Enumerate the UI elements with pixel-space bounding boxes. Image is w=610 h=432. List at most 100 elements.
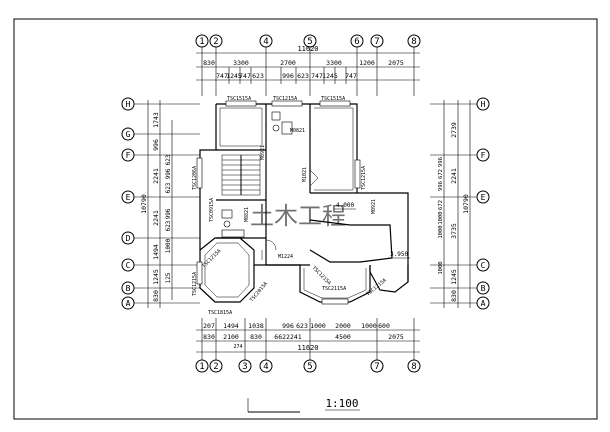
top-dimensions	[196, 47, 420, 96]
dim-text: 1000	[438, 211, 444, 224]
dim-text: 2100	[223, 333, 239, 341]
bottom-axis-label: 5	[307, 362, 312, 372]
drawing-frame	[13, 18, 598, 420]
top-axis-label: 6	[354, 37, 359, 47]
bottom-axis-label: 3	[242, 362, 247, 372]
dim-text: 672	[438, 200, 444, 210]
dim-text: 1000	[165, 238, 172, 253]
top-dim-row2: 747 1245 747 623 996 623 747 1245 747	[216, 72, 357, 80]
dim-text: 1245	[322, 72, 338, 80]
dim-text: 274	[233, 344, 242, 350]
dim-text: 996	[438, 181, 444, 191]
bottom-axis-label: 7	[374, 362, 379, 372]
dim-text: 10790	[462, 194, 470, 214]
dim-text: 125	[165, 272, 172, 283]
right-axis-label: C	[481, 261, 486, 270]
dim-text: 830	[203, 333, 215, 341]
dim-text: 1245	[450, 269, 458, 285]
dim-text: 623	[165, 182, 172, 193]
window-label: TSC2015A	[249, 281, 269, 303]
bottom-dimensions	[196, 318, 420, 360]
watermark-text: 土木工程	[250, 202, 346, 230]
dim-text: 996	[165, 208, 172, 219]
toilet-icon	[221, 111, 293, 238]
bottom-axis-bubbles: 1 2 3 4 5 7 8	[195, 359, 421, 373]
right-dim-outer: 2739 2241 10790 3735 1245 830	[450, 122, 470, 302]
left-axis-label: G	[126, 130, 131, 139]
dim-text: 747	[311, 72, 323, 80]
dim-text: 1200	[359, 59, 375, 67]
dim-text: 830	[250, 333, 262, 341]
dim-text: 6622241	[274, 333, 301, 341]
stair-icon	[221, 154, 261, 196]
dim-text: 1245	[226, 72, 242, 80]
top-axis-label: 4	[263, 37, 268, 47]
dim-text: 623	[165, 220, 172, 231]
dim-text: 2241	[152, 210, 160, 226]
dim-text: 2075	[388, 333, 404, 341]
right-axis-label: H	[481, 100, 486, 109]
dim-text: 747	[216, 72, 228, 80]
bottom-axis-label: 8	[411, 362, 416, 372]
top-axis-label: 1	[199, 37, 204, 47]
dim-text: 207	[203, 322, 215, 330]
top-total-dim: 11620	[297, 45, 318, 53]
left-axis-label: F	[126, 151, 131, 160]
right-axis-bubbles: H F E C B A	[476, 97, 490, 310]
bottom-dim-row2: 830 2100 830 6622241 4500 2075	[203, 333, 404, 341]
window-label: TSC1515A	[321, 96, 345, 102]
dim-text: 672	[438, 169, 444, 179]
door-swings	[261, 169, 319, 260]
window-blocks	[196, 100, 361, 305]
window-label: TSC1215A	[201, 248, 222, 269]
dim-text: 1038	[248, 322, 264, 330]
door-label: M0821	[290, 128, 305, 134]
dim-text: 623	[297, 72, 309, 80]
dim-text: 747	[345, 72, 357, 80]
level-label: 3.950	[390, 251, 408, 258]
top-dim-row1: 830 3300 2700 3300 1200 2075	[203, 59, 404, 67]
bottom-dim-row3: 274	[233, 344, 242, 350]
dim-text: 1000	[361, 322, 377, 330]
left-dim-mid: 1743 996 2241 2241 1494 1245 830	[152, 112, 160, 302]
door-label: M1224	[278, 254, 293, 260]
dim-text: 2241	[450, 168, 458, 184]
right-axis-label: F	[481, 151, 486, 160]
window-label: TSC1515A	[227, 96, 251, 102]
left-dim-inner: 623 996 623 996 623 1000 125	[165, 154, 172, 283]
door-labels: M0821 M0921 M1021 M0821 M0921 M1224	[244, 128, 377, 260]
dim-text: 996	[438, 157, 444, 167]
dim-text: 623	[296, 322, 308, 330]
left-axis-label: D	[126, 234, 131, 243]
right-dim-inner: 996 672 996 672 1000 1000 1000	[438, 157, 444, 275]
level-labels: 4.000 3.950	[334, 202, 410, 259]
left-axis-label: H	[126, 100, 131, 109]
dim-text: 830	[152, 290, 160, 302]
left-axis-label: C	[126, 261, 131, 270]
level-label: 4.000	[336, 202, 354, 209]
bottom-axis-label: 2	[213, 362, 218, 372]
dim-text: 2000	[335, 322, 351, 330]
window-label: TSC1215A	[273, 96, 297, 102]
dim-text: 2700	[280, 59, 296, 67]
door-label: M1021	[302, 167, 308, 182]
dim-text: 623	[252, 72, 264, 80]
top-axis-label: 8	[411, 37, 416, 47]
bottom-total-dim: 11620	[297, 344, 318, 352]
dim-text: 747	[239, 72, 251, 80]
scale-label: 1:100	[325, 397, 358, 410]
right-axis-label: B	[481, 284, 486, 293]
right-dimensions	[430, 100, 477, 308]
window-label: TSC1206A	[192, 166, 198, 190]
dim-text: 3300	[326, 59, 342, 67]
dim-text: 996	[165, 168, 172, 179]
top-axis-label: 2	[213, 37, 218, 47]
left-dimensions	[134, 100, 200, 308]
window-label: TSC1215A	[361, 166, 367, 190]
bottom-dim-row1: 207 1494 1038 996 623 1000 2000 1000 600	[203, 322, 390, 330]
dim-text: 1245	[152, 269, 160, 285]
left-axis-bubbles: H G F E D C B A	[121, 97, 135, 310]
window-label: TSC1215A	[311, 265, 332, 286]
dim-text: 4500	[335, 333, 351, 341]
